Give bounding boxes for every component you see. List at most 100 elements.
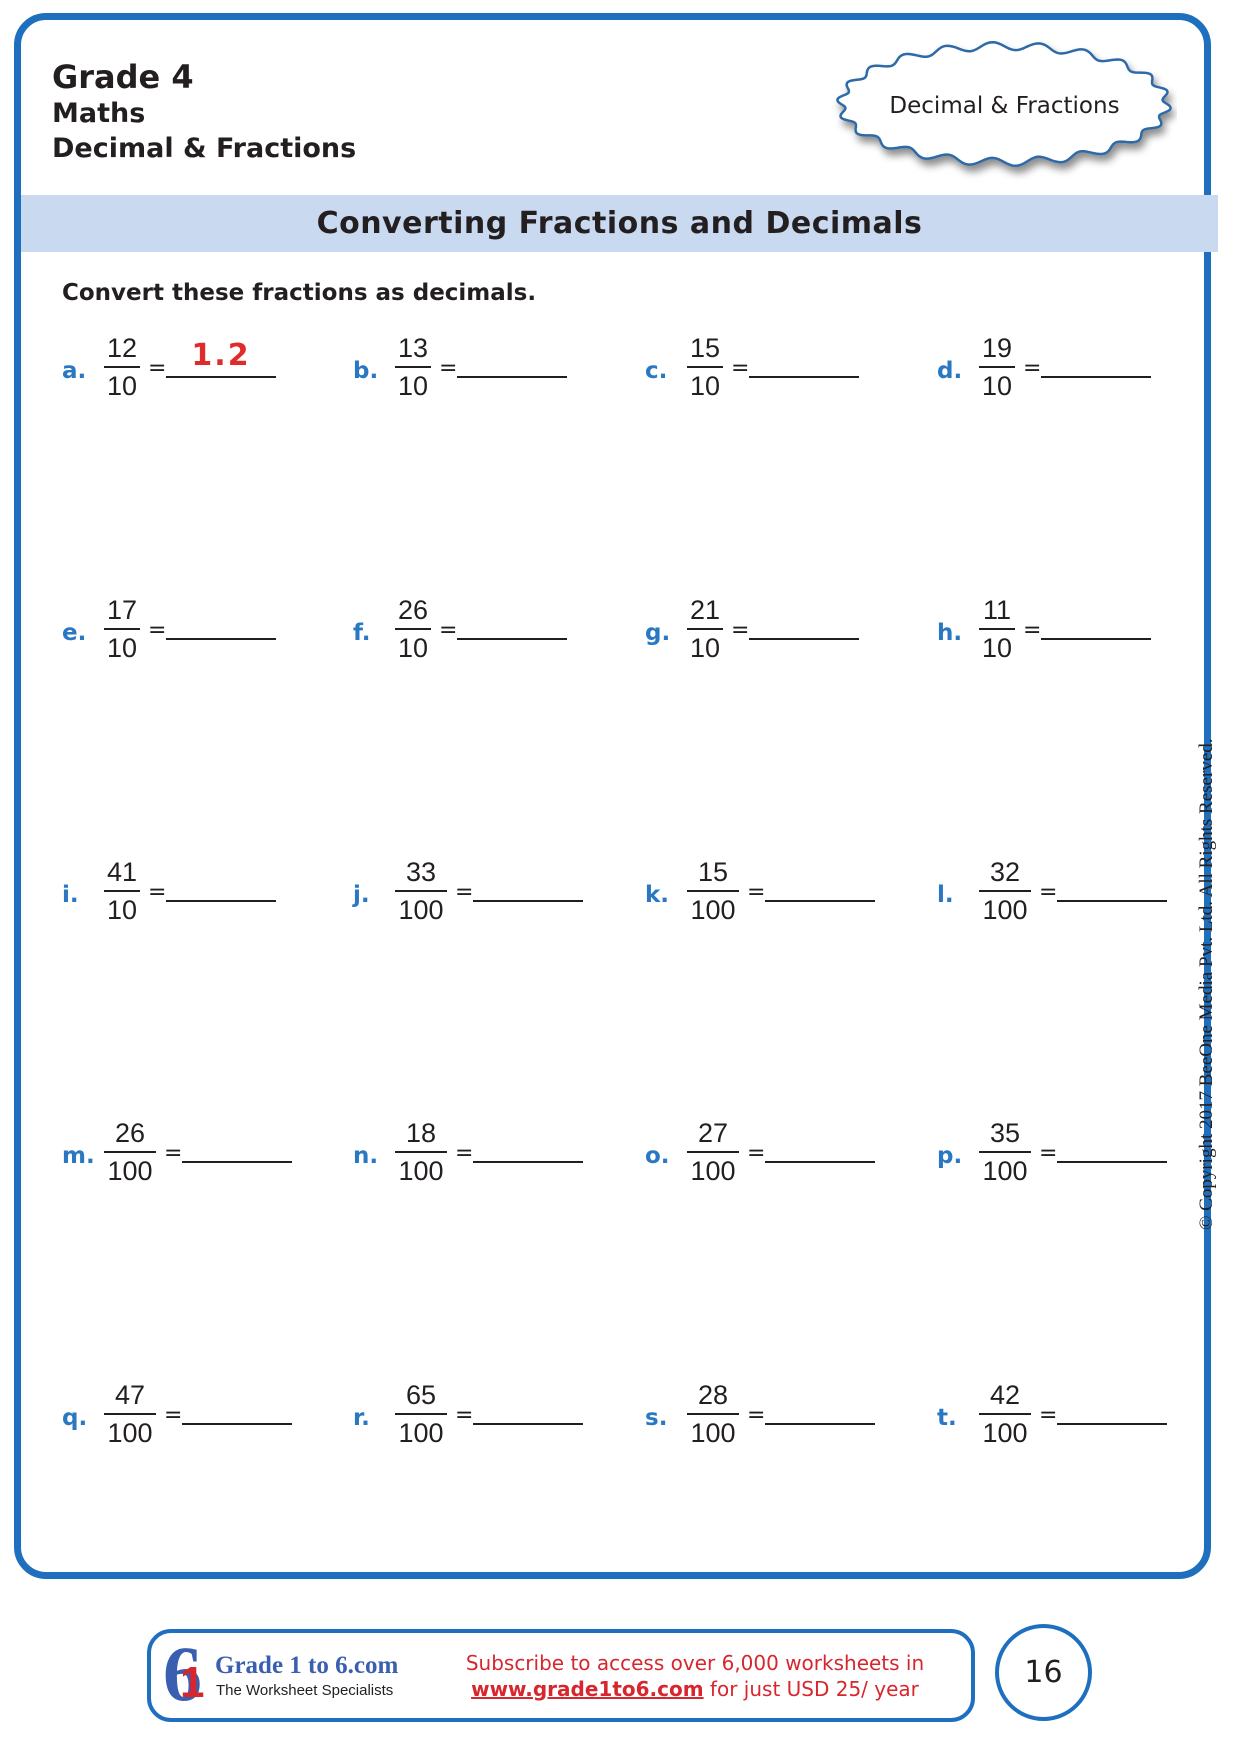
answer-blank[interactable]	[765, 1161, 875, 1163]
fraction-bar	[687, 628, 723, 630]
equals-sign: =	[747, 1403, 766, 1428]
answer-blank[interactable]	[182, 1161, 292, 1163]
denominator: 100	[690, 895, 736, 925]
answer-blank[interactable]	[765, 900, 875, 902]
numerator: 47	[114, 1380, 146, 1410]
equals-sign: =	[439, 356, 458, 381]
answer-blank[interactable]	[749, 638, 859, 640]
promo-line-1: Subscribe to access over 6,000 worksheet…	[465, 1651, 925, 1675]
fraction-bar	[979, 1413, 1031, 1415]
topic-badge: Decimal & Fractions	[832, 36, 1177, 186]
problem-label: g.	[645, 620, 671, 646]
problem-label: t.	[937, 1405, 957, 1431]
answer-blank[interactable]	[1057, 900, 1167, 902]
problem-label: c.	[645, 358, 668, 384]
problem-label: h.	[937, 620, 963, 646]
denominator: 10	[106, 895, 138, 925]
numerator: 17	[106, 595, 138, 625]
answer-blank[interactable]	[1057, 1161, 1167, 1163]
answer-blank[interactable]	[182, 1423, 292, 1425]
problem-label: f.	[353, 620, 371, 646]
fraction-bar	[979, 890, 1031, 892]
fraction-bar	[395, 1151, 447, 1153]
answer-blank[interactable]	[457, 638, 567, 640]
problem-label: o.	[645, 1143, 670, 1169]
equals-sign: =	[164, 1141, 183, 1166]
fraction-bar	[104, 1413, 156, 1415]
denominator: 10	[689, 371, 721, 401]
subscribe-promo: Subscribe to access over 6,000 worksheet…	[430, 1650, 960, 1702]
logo-one: 1	[180, 1658, 205, 1707]
answer-blank[interactable]	[473, 1161, 583, 1163]
brand-tagline: The Worksheet Specialists	[216, 1682, 394, 1699]
problem-label: r.	[353, 1405, 370, 1431]
answer-value[interactable]: 1.2	[191, 338, 251, 373]
problem-label: i.	[62, 882, 79, 908]
problem-label: m.	[62, 1143, 95, 1169]
brand-name: Grade 1 to 6.com	[215, 1652, 399, 1679]
answer-blank[interactable]	[1041, 638, 1151, 640]
problem-label: q.	[62, 1405, 88, 1431]
subject-heading: Maths	[52, 98, 146, 129]
denominator: 100	[982, 895, 1028, 925]
denominator: 10	[106, 633, 138, 663]
denominator: 100	[107, 1418, 153, 1448]
grade1to6-logo-icon: 6 1	[163, 1634, 215, 1714]
denominator: 10	[689, 633, 721, 663]
answer-blank[interactable]	[1057, 1423, 1167, 1425]
equals-sign: =	[747, 880, 766, 905]
topic-heading: Decimal & Fractions	[52, 133, 357, 164]
answer-blank[interactable]	[166, 376, 276, 378]
footer-banner	[147, 1629, 975, 1722]
page-title: Converting Fractions and Decimals	[316, 206, 923, 241]
fraction-bar	[104, 1151, 156, 1153]
answer-blank[interactable]	[765, 1423, 875, 1425]
equals-sign: =	[439, 618, 458, 643]
fraction-bar	[395, 628, 431, 630]
fraction-bar	[979, 628, 1015, 630]
answer-blank[interactable]	[749, 376, 859, 378]
equals-sign: =	[1023, 356, 1042, 381]
answer-blank[interactable]	[473, 900, 583, 902]
answer-blank[interactable]	[473, 1423, 583, 1425]
answer-blank[interactable]	[166, 900, 276, 902]
equals-sign: =	[747, 1141, 766, 1166]
page-number-value: 16	[1024, 1655, 1063, 1690]
answer-blank[interactable]	[166, 638, 276, 640]
answer-blank[interactable]	[1041, 376, 1151, 378]
fraction-bar	[104, 628, 140, 630]
fraction-bar	[395, 890, 447, 892]
worksheet-frame	[14, 13, 1211, 1579]
website-link[interactable]: www.grade1to6.com	[471, 1677, 704, 1701]
problem-label: e.	[62, 620, 87, 646]
answer-blank[interactable]	[457, 376, 567, 378]
badge-label: Decimal & Fractions	[889, 93, 1120, 119]
denominator: 100	[982, 1156, 1028, 1186]
numerator: 21	[689, 595, 721, 625]
problem-label: d.	[937, 358, 963, 384]
denominator: 100	[107, 1156, 153, 1186]
